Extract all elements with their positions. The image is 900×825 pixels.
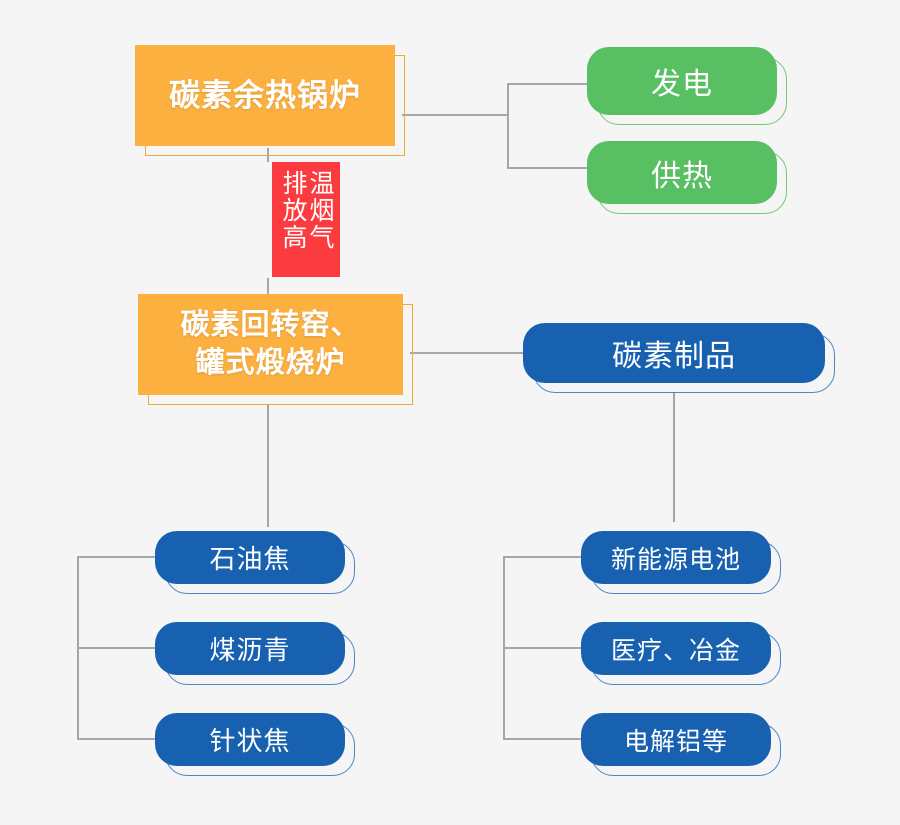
- connector-boiler-branch-vertical: [507, 83, 509, 169]
- node-new-energy-battery[interactable]: 新能源电池: [581, 531, 781, 594]
- node-needle-coke[interactable]: 针状焦: [155, 713, 355, 776]
- node-boiler-label: 碳素余热锅炉: [135, 45, 395, 146]
- node-heat-supply[interactable]: 供热: [587, 141, 787, 214]
- connector-kiln-to-product: [410, 352, 525, 354]
- connector-bracket-to-battery: [503, 556, 581, 558]
- node-heat-supply-label: 供热: [587, 141, 777, 204]
- node-kiln[interactable]: 碳素回转窑、 罐式煅烧炉: [138, 294, 413, 405]
- connector-kiln-down: [267, 405, 269, 527]
- node-coal-tar-pitch[interactable]: 煤沥青: [155, 622, 355, 685]
- connector-product-down: [673, 392, 675, 522]
- node-emission[interactable]: 温烟气 排放高: [272, 162, 340, 277]
- node-emission-label-column-left: 排放高: [279, 170, 307, 251]
- connector-bracket-to-aluminium: [503, 738, 581, 740]
- connector-bracket-to-pitch: [77, 647, 155, 649]
- connector-branch-to-power: [507, 83, 589, 85]
- node-carbon-product-label: 碳素制品: [523, 323, 825, 383]
- node-petroleum-coke[interactable]: 石油焦: [155, 531, 355, 594]
- node-power-generation-label: 发电: [587, 47, 777, 115]
- node-kiln-label-line1: 碳素回转窑、: [180, 309, 361, 342]
- node-power-generation[interactable]: 发电: [587, 47, 787, 125]
- node-kiln-label-line2: 罐式煅烧炉: [195, 346, 346, 379]
- node-boiler[interactable]: 碳素余热锅炉: [135, 45, 405, 156]
- node-carbon-product[interactable]: 碳素制品: [523, 323, 835, 393]
- node-kiln-label: 碳素回转窑、 罐式煅烧炉: [138, 294, 403, 395]
- node-emission-label-column-right: 温烟气: [306, 170, 334, 251]
- node-needle-coke-label: 针状焦: [155, 713, 345, 766]
- node-electrolytic-aluminium-label: 电解铝等: [581, 713, 771, 766]
- node-new-energy-battery-label: 新能源电池: [581, 531, 771, 584]
- node-medical-metallurgy-label: 医疗、冶金: [581, 622, 771, 675]
- connector-bracket-to-needlecoke: [77, 738, 155, 740]
- connector-bracket-to-petcoke: [77, 556, 155, 558]
- connector-emission-to-kiln: [267, 278, 269, 294]
- node-medical-metallurgy[interactable]: 医疗、冶金: [581, 622, 781, 685]
- connector-branch-to-heat: [507, 167, 589, 169]
- connector-bracket-to-medical: [503, 647, 581, 649]
- node-petroleum-coke-label: 石油焦: [155, 531, 345, 584]
- node-electrolytic-aluminium[interactable]: 电解铝等: [581, 713, 781, 776]
- node-coal-tar-pitch-label: 煤沥青: [155, 622, 345, 675]
- connector-boiler-to-branch: [402, 114, 508, 116]
